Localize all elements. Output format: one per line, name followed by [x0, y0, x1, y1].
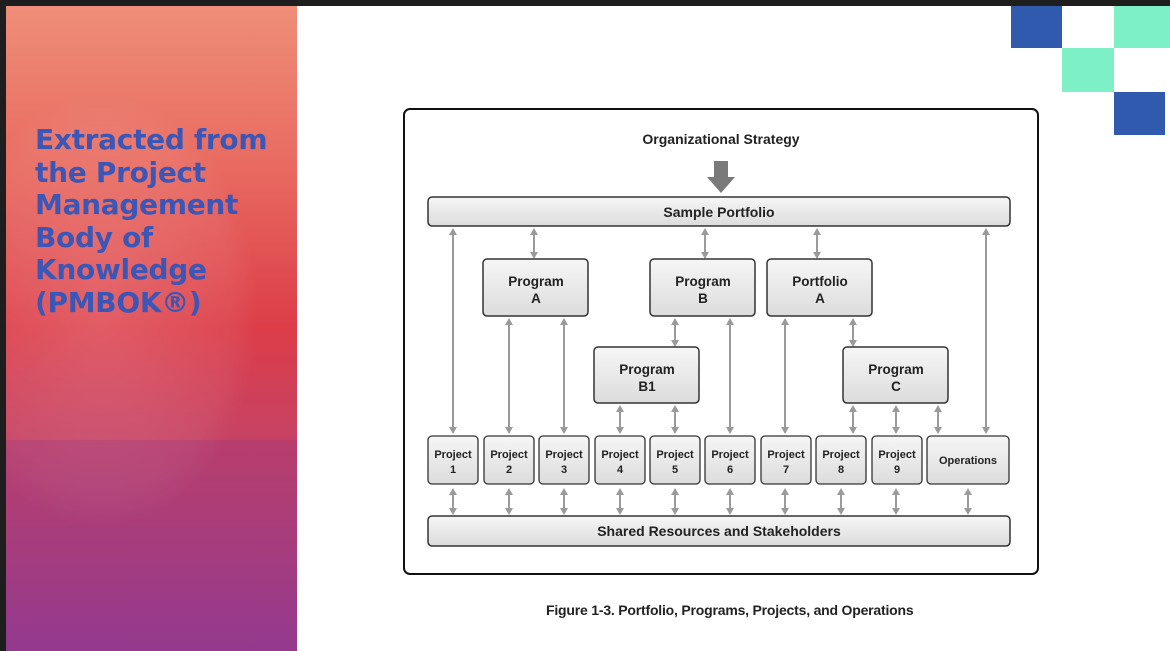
panel-glow: [6, 96, 256, 526]
strategy-label: Organizational Strategy: [642, 131, 799, 147]
project-7-line1: Project: [767, 449, 805, 461]
project-3-line2: 3: [561, 464, 567, 476]
program-b-line1: Program: [675, 274, 731, 289]
shared-resources-bar: [427, 515, 1011, 547]
project-9-box: [871, 435, 923, 485]
program-b1-line2: B1: [638, 379, 656, 394]
project-6-line1: Project: [711, 449, 749, 461]
program-b-line2: B: [698, 291, 708, 306]
program-a-box: [482, 258, 589, 317]
deco-square-blue-1: [1011, 6, 1062, 48]
project-9-line1: Project: [878, 449, 916, 461]
project-4-line2: 4: [617, 464, 624, 476]
strategy-arrow: [707, 161, 735, 193]
deco-square-mint-1: [1114, 6, 1170, 48]
slide: Extracted from the Project Management Bo…: [6, 6, 1170, 651]
portfolio-diagram: Organizational Strategy Sample Portfolio: [403, 108, 1039, 575]
project-3-line1: Project: [545, 449, 583, 461]
connectors: [449, 228, 990, 515]
project-2-box: [483, 435, 535, 485]
program-c-box: [842, 346, 949, 404]
project-1-box: [427, 435, 479, 485]
deco-square-mint-2: [1062, 48, 1114, 92]
program-c-line2: C: [891, 379, 901, 394]
project-5-line1: Project: [656, 449, 694, 461]
project-7-line2: 7: [783, 464, 789, 476]
project-1-line2: 1: [450, 464, 456, 476]
panel-band: [6, 440, 297, 651]
program-b1-line1: Program: [619, 362, 675, 377]
operations-label: Operations: [939, 455, 997, 467]
project-2-line1: Project: [490, 449, 528, 461]
sample-portfolio-label: Sample Portfolio: [663, 204, 774, 220]
portfolio-a-line1: Portfolio: [792, 274, 848, 289]
deco-square-blue-2: [1114, 92, 1165, 135]
project-row: Project 1 Project 2 Project 3 Project 4 …: [427, 435, 1010, 485]
portfolio-a-line2: A: [815, 291, 825, 306]
program-c-line1: Program: [868, 362, 924, 377]
program-b-box: [649, 258, 756, 317]
project-9-line2: 9: [894, 464, 900, 476]
project-8-line1: Project: [822, 449, 860, 461]
project-7-box: [760, 435, 812, 485]
project-6-line2: 6: [727, 464, 733, 476]
project-8-line2: 8: [838, 464, 844, 476]
slide-title: Extracted from the Project Management Bo…: [35, 123, 268, 319]
project-8-box: [815, 435, 867, 485]
program-a-line2: A: [531, 291, 541, 306]
project-6-box: [704, 435, 756, 485]
title-panel: Extracted from the Project Management Bo…: [6, 6, 297, 651]
project-2-line2: 2: [506, 464, 512, 476]
program-a-line1: Program: [508, 274, 564, 289]
operations-box: [926, 435, 1010, 485]
shared-resources-label: Shared Resources and Stakeholders: [597, 523, 841, 539]
sample-portfolio-bar: [427, 196, 1011, 227]
portfolio-a-box: [766, 258, 873, 317]
project-4-box: [594, 435, 646, 485]
project-5-box: [649, 435, 701, 485]
program-b1-box: [593, 346, 700, 404]
project-3-box: [538, 435, 590, 485]
project-5-line2: 5: [672, 464, 678, 476]
project-1-line1: Project: [434, 449, 472, 461]
figure-caption: Figure 1-3. Portfolio, Programs, Project…: [546, 602, 914, 618]
project-4-line1: Project: [601, 449, 639, 461]
